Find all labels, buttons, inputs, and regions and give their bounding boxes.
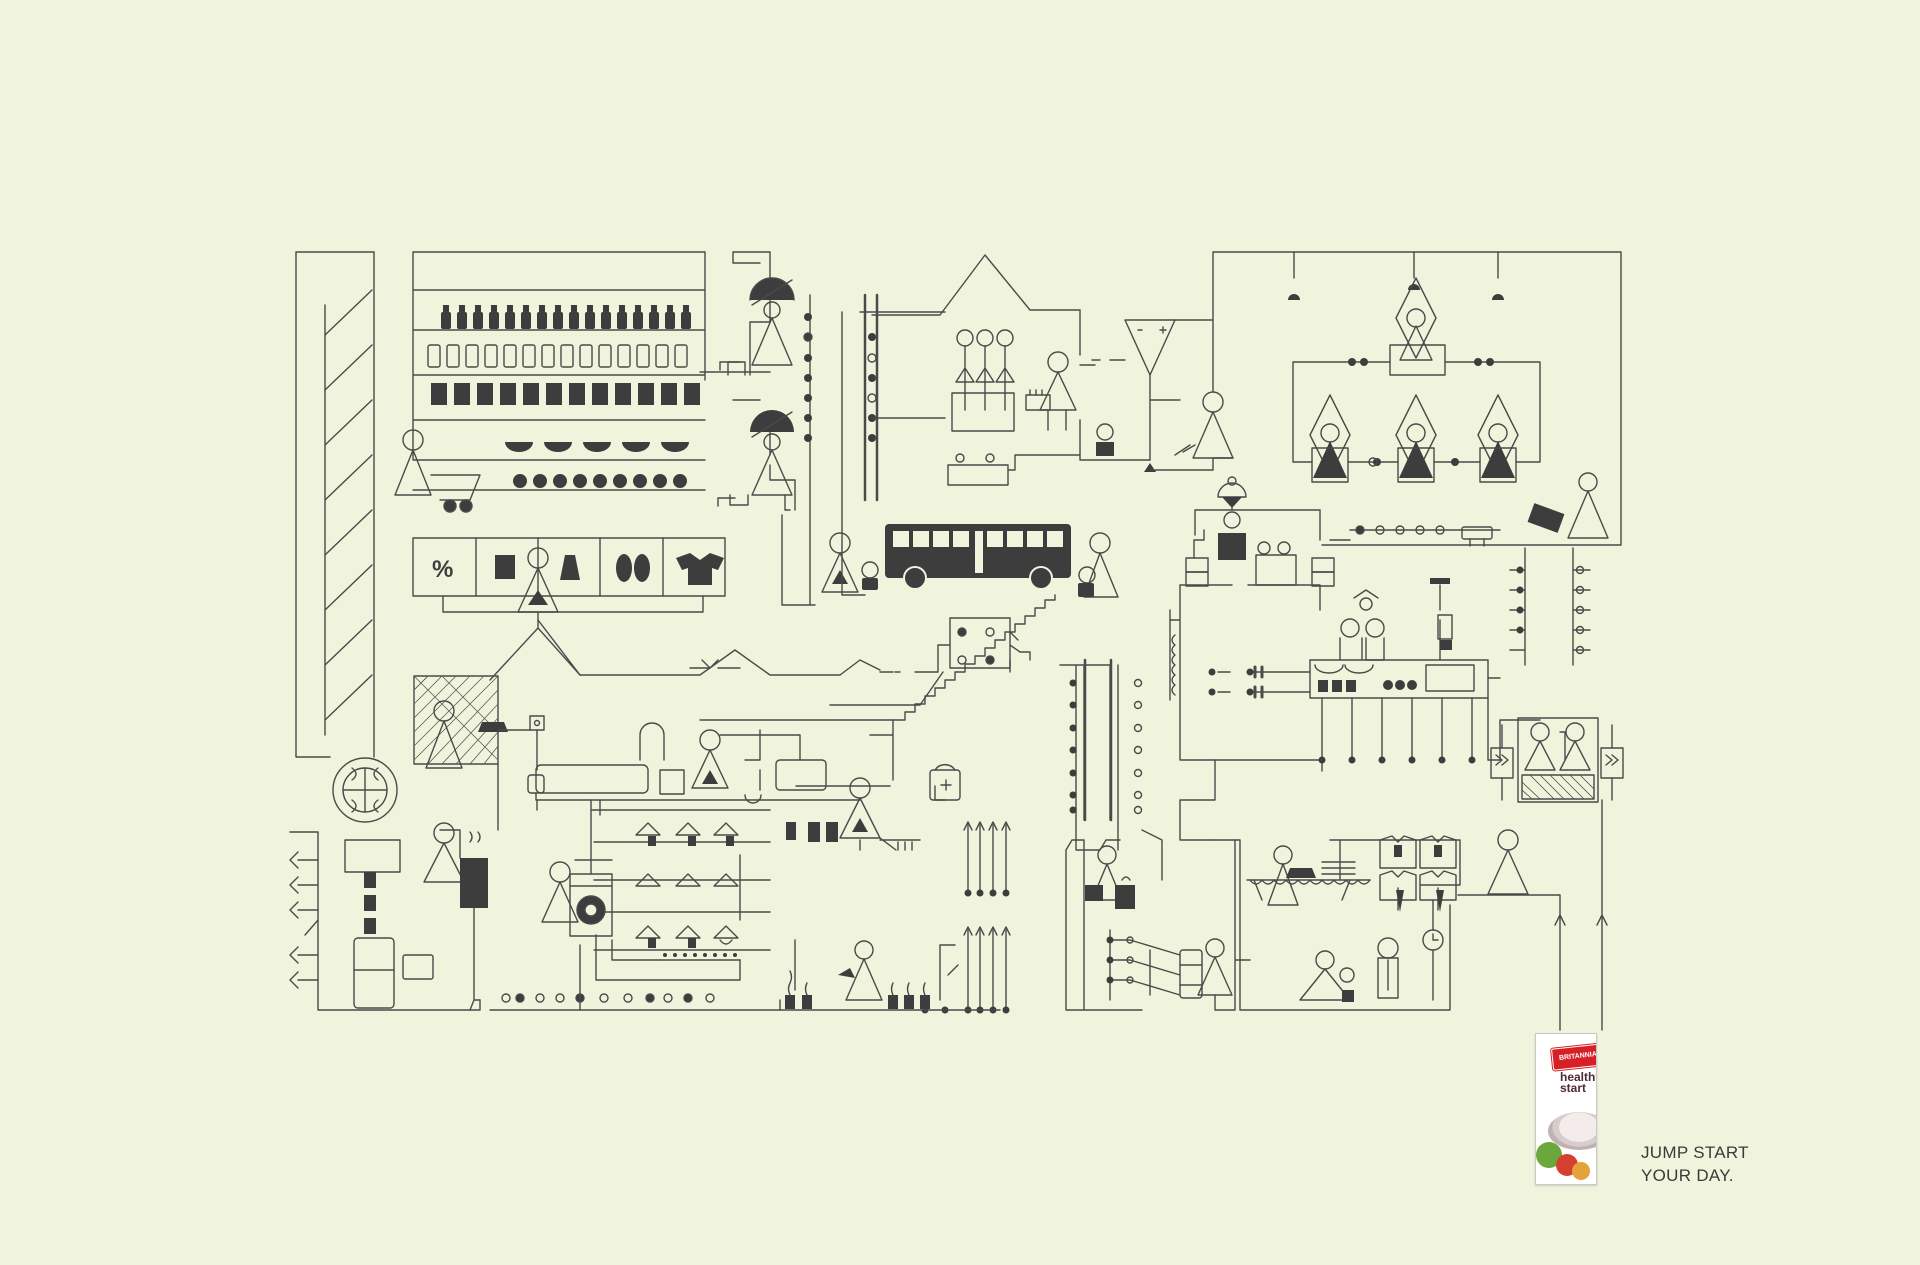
parking-lines [324, 289, 373, 736]
driver-person-icon [1192, 391, 1234, 459]
cook-person-icon [423, 822, 465, 883]
left-arrows [289, 851, 299, 989]
melon-row [505, 442, 689, 452]
bottom-lamps [489, 993, 781, 1011]
plant-pots [785, 995, 930, 1009]
clothes-hang-icons [1394, 845, 1444, 912]
fan-appliance-icon [332, 757, 398, 823]
fruit-row [513, 474, 687, 488]
watering-person-icon [838, 940, 883, 1001]
traffic-person-icon-2 [750, 410, 794, 496]
socket-icon [529, 715, 545, 731]
hatched-wall [413, 675, 499, 765]
bus-passenger-icon [821, 532, 859, 593]
chair-right-icon [1600, 747, 1624, 779]
washing-machine-icon [569, 873, 613, 937]
bottle-row [441, 305, 691, 329]
cake-kids [947, 329, 1051, 486]
bottle-tower [364, 872, 376, 934]
center-junction-box [949, 617, 1019, 673]
bottom-pins [963, 821, 1011, 1011]
shop-counter [412, 537, 726, 597]
iron-icon-2 [1286, 868, 1316, 878]
product-name: healthy start [1560, 1070, 1596, 1095]
kid-icon [1096, 423, 1114, 456]
filter-funnel-icon [1124, 319, 1176, 376]
ceiling-lamp-icon [1217, 476, 1247, 508]
family-member-1-icon [1309, 394, 1351, 483]
lamp-icon [639, 722, 665, 761]
first-aid-icon [929, 769, 961, 801]
crossing-person-icon [1567, 472, 1609, 539]
dining-couple-icon [1517, 717, 1599, 803]
tv-icon [402, 954, 434, 980]
chair-left-icon [1490, 747, 1514, 779]
worker-person-icon [1197, 938, 1233, 996]
iron-person-icon [425, 700, 463, 769]
tracks-lamps [1329, 525, 1501, 541]
hanger-rows [591, 809, 771, 951]
packet-row [431, 383, 700, 405]
tagline-line-2: YOUR DAY. [1641, 1166, 1734, 1185]
kid-with-book-icon [1218, 511, 1246, 560]
bench-icon [1469, 538, 1485, 547]
party-person-icon [1039, 351, 1077, 411]
trash-bins [786, 822, 838, 842]
stove-icon [1309, 659, 1489, 699]
family-member-3-icon [1477, 394, 1519, 483]
fridge-icon [353, 937, 395, 1009]
carrot-image [1572, 1162, 1590, 1180]
bus-stop-person-icon [1083, 532, 1119, 598]
family-member-2-icon [1395, 394, 1437, 483]
suitcase-icon [1527, 503, 1565, 533]
standing-person-icon [1487, 829, 1529, 895]
stove-resistors [1217, 665, 1311, 699]
shirt-icon [676, 553, 724, 585]
father-child-icon [1299, 937, 1399, 1002]
tagline: JUMP START YOUR DAY. [1641, 1141, 1749, 1187]
slipper-icon [616, 554, 650, 582]
ironing-board-icon [1246, 879, 1371, 901]
sitting-person-icon [691, 729, 729, 789]
office-person-icon [1091, 845, 1123, 901]
shirt-stack-icon [1379, 835, 1457, 911]
percent-icon: % [432, 556, 453, 583]
dress-icon [560, 555, 580, 580]
cooking-couple-icon [1339, 618, 1385, 661]
left-frame-wire [295, 251, 375, 758]
bucket-icon [1179, 949, 1203, 999]
armchair-icon [775, 759, 827, 791]
brand-logo: BRITANNIA [1550, 1043, 1596, 1071]
shopper-person-icon [394, 429, 481, 513]
product-pack: BRITANNIA healthy start [1535, 1033, 1597, 1185]
traffic-person-icon-1 [749, 277, 795, 366]
person-hanging-icon [839, 777, 881, 839]
pendant-lamp-icon [1353, 589, 1379, 611]
tv-stand-icon [1185, 541, 1335, 587]
ironing-person-icon [1267, 845, 1299, 906]
mug-icon [1437, 614, 1453, 650]
kettle-icon [1115, 885, 1135, 909]
bus-icon [885, 524, 1071, 590]
family-portrait-icon [1395, 277, 1437, 361]
toaster-icon [460, 858, 488, 908]
bag-icon [495, 555, 515, 579]
sofa-icon [527, 764, 649, 794]
jar-row [427, 344, 688, 368]
stairs-icon [892, 594, 1056, 721]
tagline-line-1: JUMP START [1641, 1143, 1749, 1162]
laundry-person-icon [541, 861, 579, 923]
